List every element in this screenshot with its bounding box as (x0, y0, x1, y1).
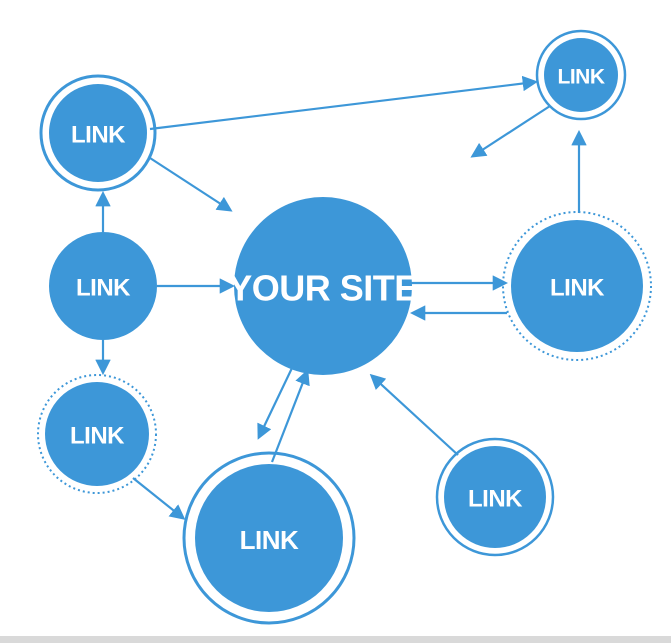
node-link-bottom-right-circle (444, 446, 546, 548)
node-link-mid-right: LINK (502, 211, 652, 361)
node-link-top-left: LINK (39, 74, 157, 192)
bottom-divider (0, 636, 671, 643)
node-link-top-left-ring (39, 74, 157, 192)
node-link-top-left-label: LINK (71, 122, 126, 149)
edge-bottomcenter-to-center (270, 369, 310, 463)
node-link-top-right: LINK (535, 29, 627, 121)
node-link-bottom-right: LINK (435, 437, 555, 557)
node-link-bottom-right-ring (435, 437, 555, 557)
node-link-top-right-circle (544, 38, 618, 112)
node-your-site-label: YOUR SITE (228, 268, 418, 309)
node-link-mid-left-label: LINK (76, 275, 131, 302)
edge-topleft-to-topright (149, 75, 539, 131)
node-link-lower-left: LINK (37, 374, 157, 494)
node-link-bottom-center-label: LINK (240, 525, 299, 555)
node-link-bottom-center-circle (195, 464, 343, 612)
node-link-lower-left-label: LINK (70, 423, 125, 450)
node-link-top-right-label: LINK (558, 66, 605, 89)
node-link-top-left-circle (49, 84, 147, 182)
node-link-mid-right-dotted-ring (502, 211, 652, 361)
edge-bottomright-to-center (369, 373, 459, 456)
node-link-bottom-right-label: LINK (468, 486, 523, 513)
node-your-site-circle (234, 197, 412, 375)
node-link-top-right-ring (535, 29, 627, 121)
edge-topleft-to-center (149, 157, 233, 212)
node-link-bottom-center-ring (182, 451, 356, 625)
node-link-mid-right-circle (511, 220, 643, 352)
node-link-bottom-center: LINK (182, 451, 356, 625)
node-link-mid-left: LINK (49, 232, 157, 340)
edge-center-to-bottomcenter (257, 367, 293, 440)
edges (95, 75, 587, 520)
node-link-lower-left-dotted-ring (37, 374, 157, 494)
node-link-mid-left-circle (49, 232, 157, 340)
node-link-mid-right-label: LINK (550, 275, 605, 302)
node-your-site: YOUR SITE (228, 197, 418, 375)
edge-lowerleft-to-bottomcenter (132, 477, 186, 520)
node-link-lower-left-circle (45, 382, 149, 486)
edge-topright-to-center (470, 105, 551, 158)
